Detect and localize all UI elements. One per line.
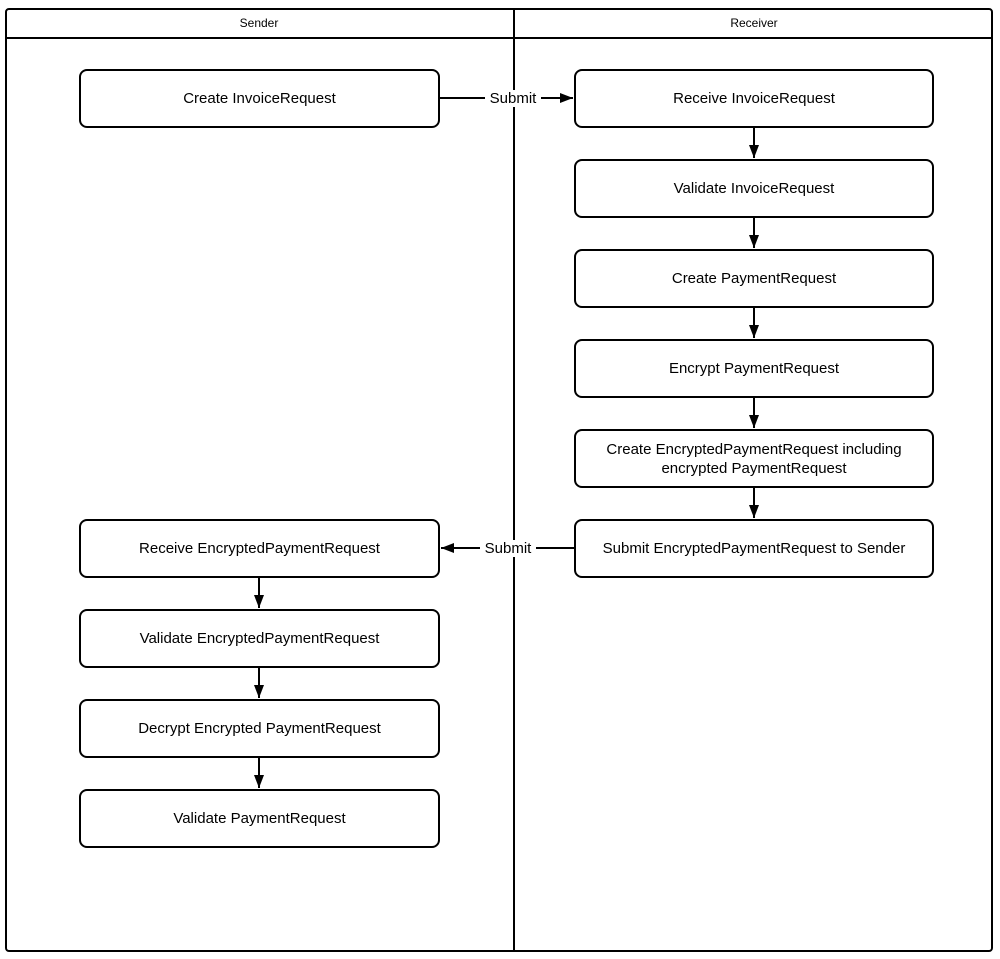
lane-header-separator	[5, 37, 993, 39]
node-encrypt-payment-request: Encrypt PaymentRequest	[574, 339, 934, 398]
node-validate-encrypted-payment-request: Validate EncryptedPaymentRequest	[79, 609, 440, 668]
node-receive-encrypted-payment-request: Receive EncryptedPaymentRequest	[79, 519, 440, 578]
node-create-payment-request: Create PaymentRequest	[574, 249, 934, 308]
node-create-encrypted-payment-request: Create EncryptedPaymentRequest including…	[574, 429, 934, 488]
node-create-invoice-request: Create InvoiceRequest	[79, 69, 440, 128]
edge-label-submit-encrypted-payment: Submit	[480, 540, 536, 557]
node-receive-invoice-request: Receive InvoiceRequest	[574, 69, 934, 128]
lane-divider	[513, 8, 515, 952]
node-decrypt-encrypted-payment-request: Decrypt Encrypted PaymentRequest	[79, 699, 440, 758]
node-submit-encrypted-payment-request-to-sender: Submit EncryptedPaymentRequest to Sender	[574, 519, 934, 578]
edge-label-submit-invoice: Submit	[485, 90, 541, 107]
node-validate-invoice-request: Validate InvoiceRequest	[574, 159, 934, 218]
lane-header-sender: Sender	[239, 15, 279, 30]
swimlane-frame	[5, 8, 993, 952]
lane-header-receiver: Receiver	[730, 15, 778, 30]
node-validate-payment-request: Validate PaymentRequest	[79, 789, 440, 848]
